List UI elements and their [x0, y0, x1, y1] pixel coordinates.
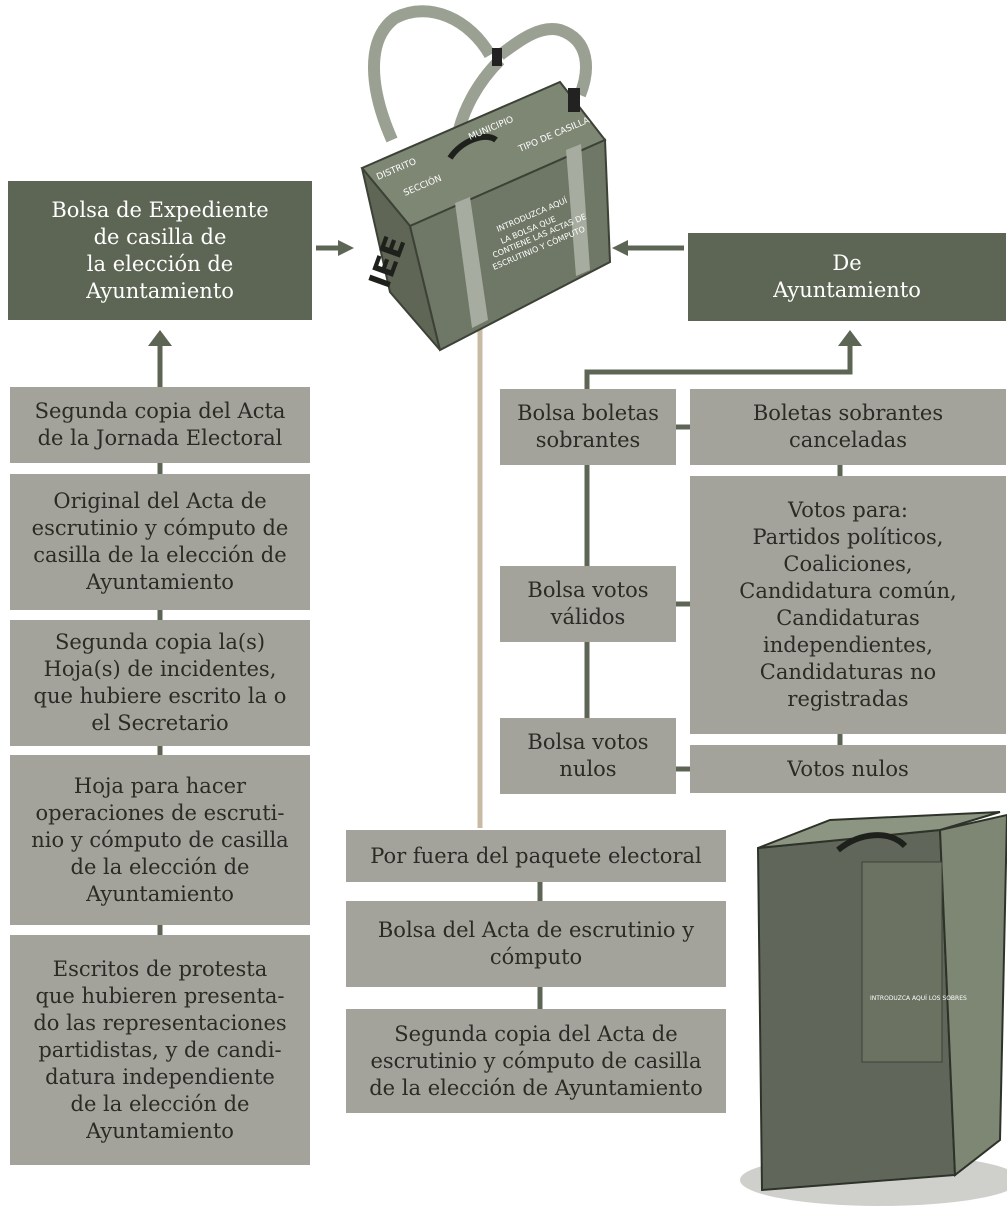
envelope-box-slot [861, 861, 943, 1063]
left-to-package-arrowhead [338, 240, 354, 256]
package-strap-front-right [566, 144, 590, 276]
content-votos-validos: Votos para: Partidos políticos, Coalicio… [690, 476, 1006, 734]
right-header-box: De Ayuntamiento [688, 233, 1006, 321]
electoral-package-illustration: DISTRITO SECCIÓN MUNICIPIO TIPO DE CASIL… [360, 5, 612, 352]
left-item-3: Segunda copia la(s) Hoja(s) de incidente… [10, 620, 310, 746]
strap-buckle-2 [568, 88, 580, 112]
center-item-por-fuera: Por fuera del paquete electoral [346, 830, 726, 882]
left-up-arrowhead [148, 330, 172, 346]
left-header-box: Bolsa de Expediente de casilla de la ele… [8, 181, 312, 320]
envelope-box-handle [836, 832, 908, 853]
package-front-face [408, 138, 612, 352]
package-strap-loop-right [496, 23, 592, 98]
left-item-4: Hoja para hacer operaciones de escruti- … [10, 755, 310, 925]
content-boletas-canceladas: Boletas sobrantes canceladas [690, 389, 1006, 465]
envelope-box-flap [938, 813, 1007, 1177]
center-item-bolsa-acta: Bolsa del Acta de escrutinio y cómputo [346, 901, 726, 987]
left-item-5: Escritos de protesta que hubieren presen… [10, 935, 310, 1165]
package-strap-loop-left [368, 5, 496, 143]
right-to-package-arrowhead [612, 240, 628, 256]
left-item-2: Original del Acta de escrutinio y cómput… [10, 474, 310, 610]
package-handle [447, 133, 498, 160]
bag-votos-nulos: Bolsa votos nulos [500, 718, 676, 794]
bag-votos-validos: Bolsa votos válidos [500, 566, 676, 642]
content-votos-nulos: Votos nulos [690, 745, 1006, 793]
center-item-segunda-copia: Segunda copia del Acta de escrutinio y c… [346, 1009, 726, 1113]
bag-boletas-sobrantes: Bolsa boletas sobrantes [500, 389, 676, 465]
right-up-arrowhead [838, 330, 862, 346]
strap-buckle-1 [492, 48, 502, 66]
envelope-box-illustration: INTRODUZCA AQUÍ LOS SOBRES [740, 811, 1007, 1206]
envelope-box-label: INTRODUZCA AQUÍ LOS SOBRES [870, 995, 967, 1002]
package-strap-front-left [455, 197, 488, 328]
left-item-1: Segunda copia del Acta de la Jornada Ele… [10, 387, 310, 463]
